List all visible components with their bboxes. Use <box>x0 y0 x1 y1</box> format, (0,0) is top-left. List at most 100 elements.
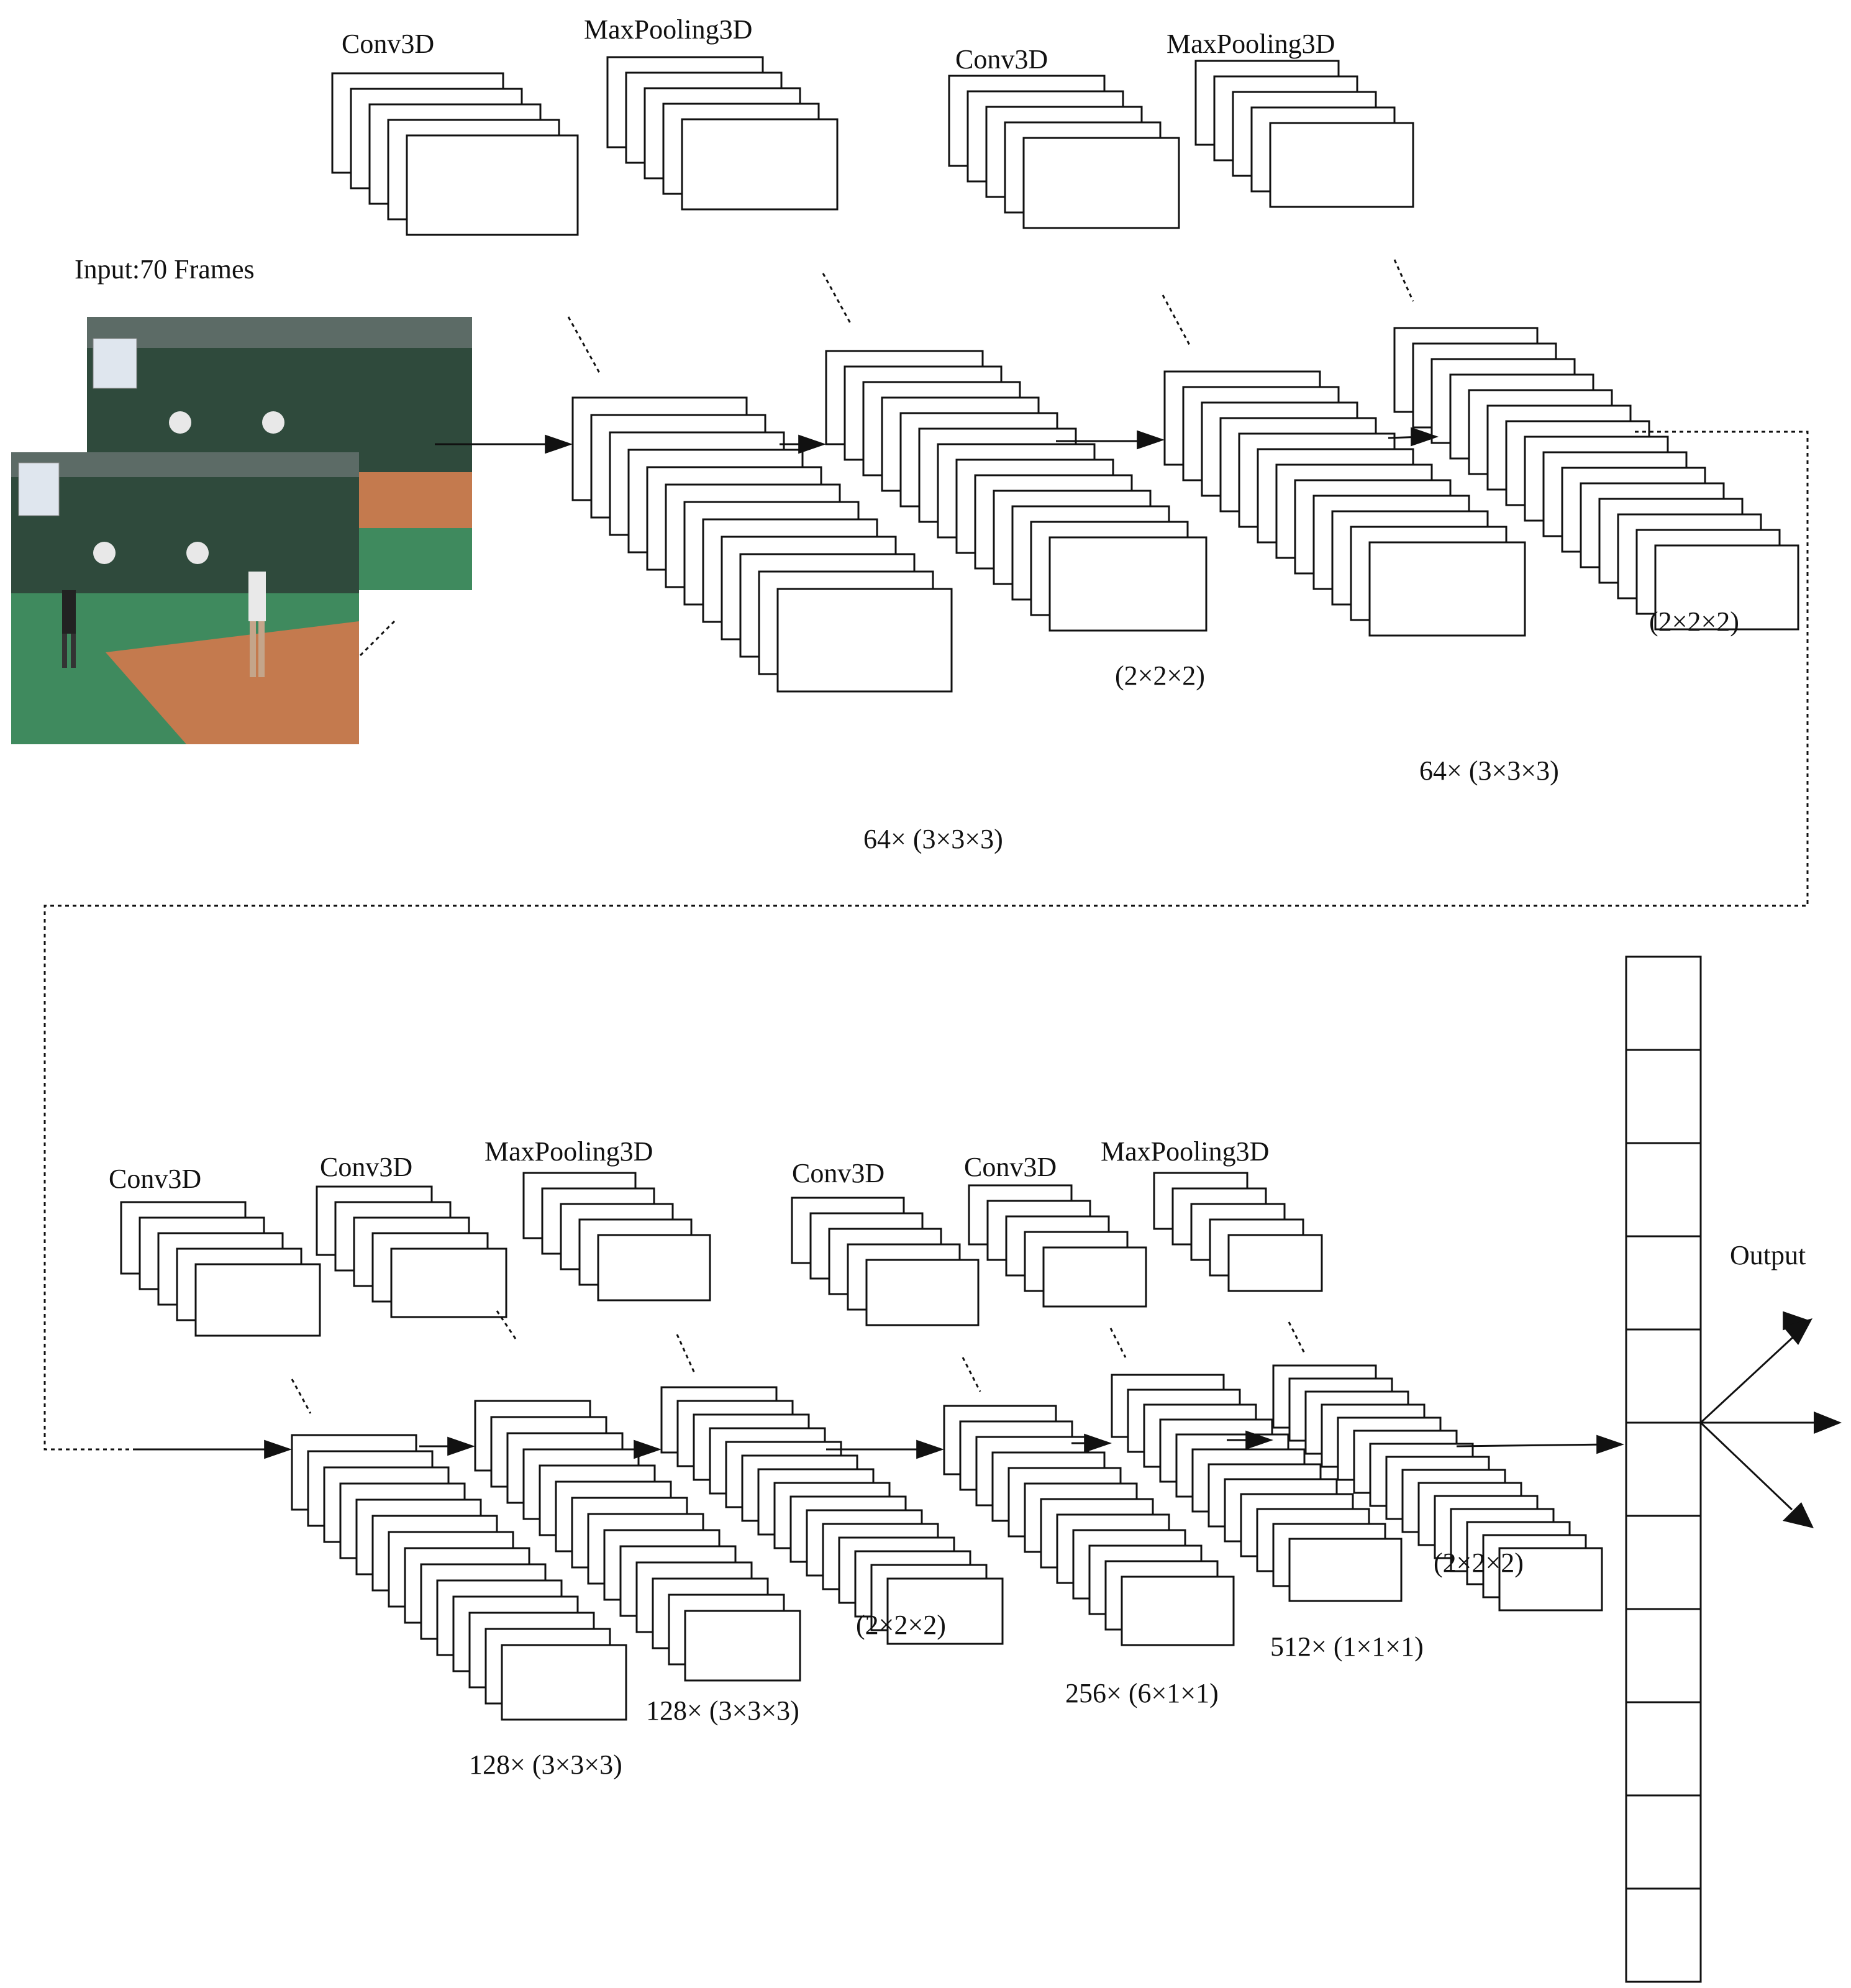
output-arrowhead-down <box>1783 1502 1814 1528</box>
conv3d-kernel-stack-6 <box>968 1184 1147 1308</box>
input-frames <box>11 317 472 744</box>
dense-unit <box>1625 1328 1702 1424</box>
conv3d-label-2: Conv3D <box>955 44 1048 75</box>
output-arrow-down <box>1699 1421 1793 1511</box>
conv3d-label-5: Conv3D <box>792 1158 885 1188</box>
maxpooling3d-kernel-stack-2 <box>1194 60 1414 208</box>
output-arrow-up <box>1699 1328 1803 1424</box>
arrow-pool-to-dense <box>1456 1443 1609 1448</box>
feature-map <box>1498 1547 1603 1612</box>
conv3d-kernel-stack-2 <box>948 75 1180 229</box>
feature-map <box>390 1247 507 1318</box>
output-label: Output <box>1730 1240 1806 1270</box>
kernel-label-pool-d: (2×2×2) <box>1434 1548 1524 1578</box>
video-frame-front <box>11 452 359 744</box>
kernel-label-64-b: 64× (3×3×3) <box>1419 755 1559 786</box>
feature-maps-conv-512 <box>1111 1374 1403 1602</box>
maxpooling3d-label-4: MaxPooling3D <box>1101 1136 1269 1167</box>
dashed-connector <box>1109 1328 1127 1358</box>
feature-maps-conv-64-b <box>1163 370 1526 637</box>
dense-unit <box>1625 1794 1702 1890</box>
conv3d-label-3: Conv3D <box>109 1164 201 1194</box>
arrowhead <box>1596 1434 1624 1454</box>
feature-map <box>194 1263 321 1337</box>
arrowhead <box>1084 1433 1112 1453</box>
feature-maps-conv-64-a <box>571 396 953 693</box>
maxpooling3d-label-1: MaxPooling3D <box>584 14 752 45</box>
feature-map <box>1121 1575 1235 1646</box>
kernel-label-128-a: 128× (3×3×3) <box>469 1749 622 1780</box>
kernel-label-64-a: 64× (3×3×3) <box>863 824 1003 854</box>
dashed-connector <box>962 1357 981 1392</box>
dense-unit <box>1625 1515 1702 1610</box>
dense-unit <box>1625 1235 1702 1331</box>
feature-maps-conv-128-a <box>291 1434 627 1721</box>
feature-map <box>776 588 953 693</box>
dashed-connector <box>676 1334 696 1374</box>
kernel-label-128-b: 128× (3×3×3) <box>646 1695 799 1726</box>
arrowhead <box>1137 430 1165 450</box>
feature-map <box>1269 122 1414 208</box>
maxpooling3d-kernel-stack-1 <box>606 56 839 211</box>
maxpooling3d-kernel-stack-3 <box>522 1172 711 1302</box>
feature-map <box>865 1259 980 1326</box>
maxpooling3d-kernel-stack-4 <box>1153 1172 1323 1292</box>
arrowhead <box>264 1439 292 1459</box>
feature-maps-pool-a <box>825 350 1207 632</box>
dense-unit <box>1625 1421 1702 1517</box>
arrowhead <box>545 434 573 454</box>
conv3d-label-6: Conv3D <box>964 1152 1057 1182</box>
wrap-connector <box>43 431 1809 1451</box>
arrowhead <box>1245 1430 1273 1450</box>
dashed-connector <box>1288 1321 1306 1354</box>
feature-map <box>684 1610 801 1682</box>
feature-map <box>1042 1246 1147 1308</box>
conv3d-kernel-stack-3 <box>120 1201 321 1337</box>
feature-map <box>681 118 839 211</box>
arrowhead <box>634 1439 662 1459</box>
dense-unit <box>1625 1142 1702 1238</box>
feature-map <box>597 1234 711 1302</box>
output-arrowhead-up <box>1783 1318 1812 1345</box>
arrowhead <box>916 1439 944 1459</box>
arrowhead <box>1411 427 1439 447</box>
kernel-label-512: 512× (1×1×1) <box>1270 1631 1424 1662</box>
dashed-connector <box>567 316 601 373</box>
feature-map <box>1227 1234 1323 1292</box>
conv3d-kernel-stack-1 <box>331 72 579 236</box>
arrowhead <box>447 1436 475 1456</box>
dense-unit <box>1625 955 1702 1051</box>
frames-dashed-line <box>359 620 396 657</box>
feature-map <box>1048 536 1207 632</box>
kernel-label-pool-c: (2×2×2) <box>856 1610 946 1640</box>
dashed-connector <box>1162 294 1191 345</box>
kernel-label-pool-b: (2×2×2) <box>1649 606 1739 637</box>
feature-map <box>1022 137 1180 229</box>
dense-unit <box>1625 1049 1702 1144</box>
arrowhead <box>798 434 826 454</box>
dashed-connector <box>822 273 852 325</box>
feature-map <box>1654 544 1799 631</box>
feature-maps-pool-d <box>1272 1364 1603 1612</box>
dense-unit <box>1625 1608 1702 1703</box>
dashed-connector <box>1393 259 1414 302</box>
dashed-connector <box>496 1310 517 1339</box>
kernel-label-pool-a: (2×2×2) <box>1115 660 1205 691</box>
feature-map <box>406 134 579 236</box>
feature-maps-conv-128-b <box>474 1400 801 1682</box>
maxpooling3d-label-3: MaxPooling3D <box>484 1136 653 1167</box>
dense-output-vector <box>1625 955 1702 1983</box>
feature-maps-pool-c <box>660 1386 1004 1645</box>
feature-maps-conv-256 <box>943 1405 1235 1646</box>
feature-map <box>1288 1538 1403 1602</box>
dense-unit <box>1625 1887 1702 1983</box>
feature-map <box>886 1577 1004 1645</box>
input-label: Input:70 Frames <box>75 254 255 285</box>
conv3d-label-4: Conv3D <box>320 1152 412 1182</box>
dashed-connector <box>291 1379 312 1414</box>
conv3d-kernel-stack-5 <box>791 1197 980 1326</box>
feature-maps-pool-b <box>1393 327 1799 631</box>
dense-unit <box>1625 1701 1702 1797</box>
kernel-label-256: 256× (6×1×1) <box>1065 1678 1219 1708</box>
